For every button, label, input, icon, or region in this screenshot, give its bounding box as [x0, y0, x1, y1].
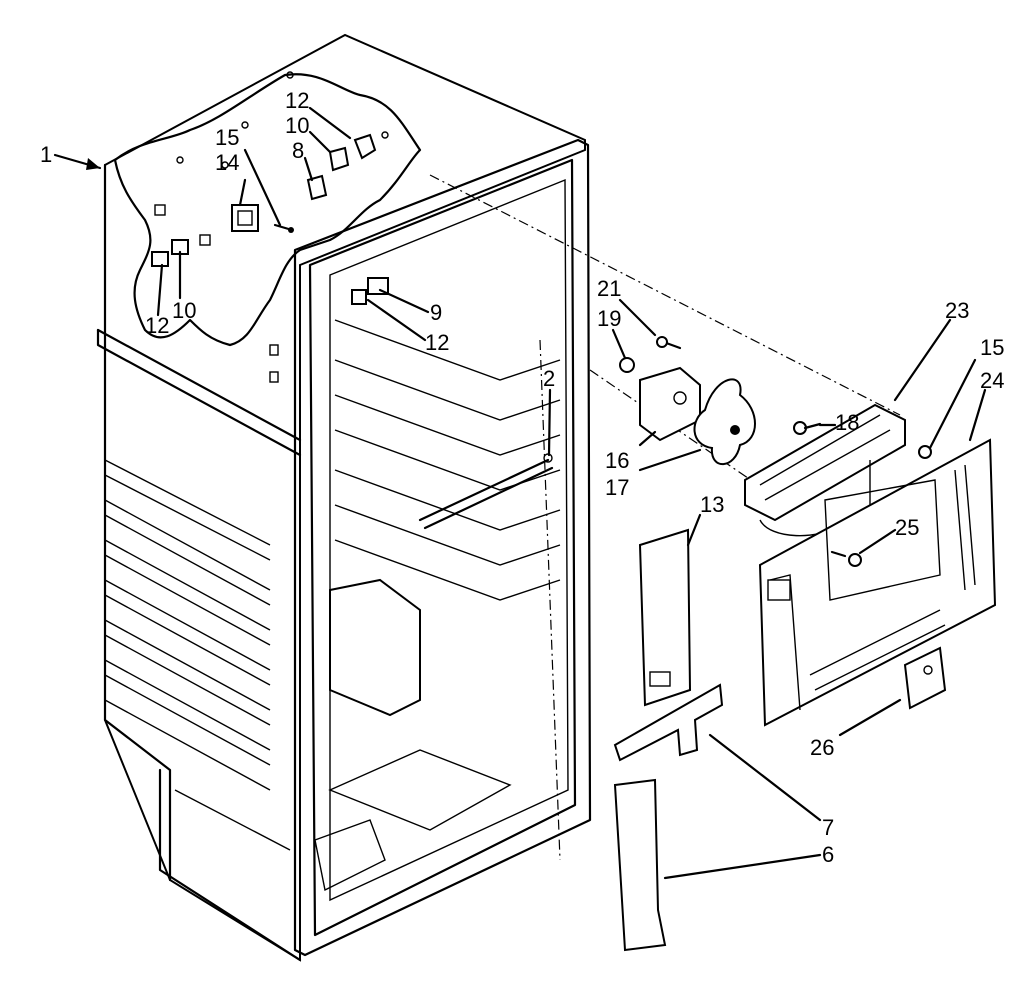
part-12-top: [353, 133, 377, 160]
part-26-plate: [903, 646, 947, 710]
part-2-rod: [418, 453, 554, 530]
callout-23: 23: [945, 298, 969, 323]
callout-17: 17: [605, 475, 629, 500]
cabinet-shell: [96, 33, 586, 962]
part-14: [231, 204, 259, 232]
callout-7: 7: [822, 815, 834, 840]
part-7-bracket: [613, 683, 724, 762]
callout-13: 13: [700, 492, 724, 517]
part-16-motor: [639, 366, 701, 442]
callout-12-top: 12: [285, 88, 309, 113]
part-18-screw: [793, 421, 822, 435]
callout-12-left: 12: [145, 313, 169, 338]
callout-18: 18: [835, 410, 859, 435]
part-24-panel: [758, 438, 997, 727]
part-12-left: [151, 251, 169, 267]
cutaway-top: [113, 71, 422, 383]
part-17-fan-blade: [693, 378, 756, 466]
callout-21: 21: [597, 276, 621, 301]
callout-26: 26: [810, 735, 834, 760]
callout-10-left: 10: [172, 298, 196, 323]
callout-14: 14: [215, 150, 239, 175]
callout-19: 19: [597, 306, 621, 331]
part-13-duct: [638, 528, 692, 707]
part-12-mid: [351, 289, 367, 305]
callout-6: 6: [822, 842, 834, 867]
part-19: [619, 357, 635, 373]
callouts: 1 12 10 8 15 14 12 10 9 12 2 21 19 16 17…: [40, 88, 1004, 867]
part-21: [656, 336, 682, 350]
callout-2: 2: [543, 366, 555, 391]
callout-15-right: 15: [980, 335, 1004, 360]
part-8: [306, 174, 328, 201]
callout-25: 25: [895, 515, 919, 540]
callout-12-mid: 12: [425, 330, 449, 355]
part-6-duct: [613, 778, 667, 952]
part-10-top: [328, 146, 350, 172]
callout-24: 24: [980, 368, 1004, 393]
part-15-screw-left: [273, 223, 294, 233]
callout-10-top: 10: [285, 113, 309, 138]
callout-16: 16: [605, 448, 629, 473]
callout-1: 1: [40, 142, 52, 167]
callout-15-left: 15: [215, 125, 239, 150]
liner-frame: [293, 138, 901, 957]
part-25-screw: [830, 550, 862, 567]
callout-9: 9: [430, 300, 442, 325]
callout-8: 8: [292, 138, 304, 163]
part-23-shroud: [744, 403, 906, 537]
part-9: [367, 277, 389, 295]
leader-lines: [53, 106, 987, 880]
part-15-screw-right: [918, 445, 932, 459]
